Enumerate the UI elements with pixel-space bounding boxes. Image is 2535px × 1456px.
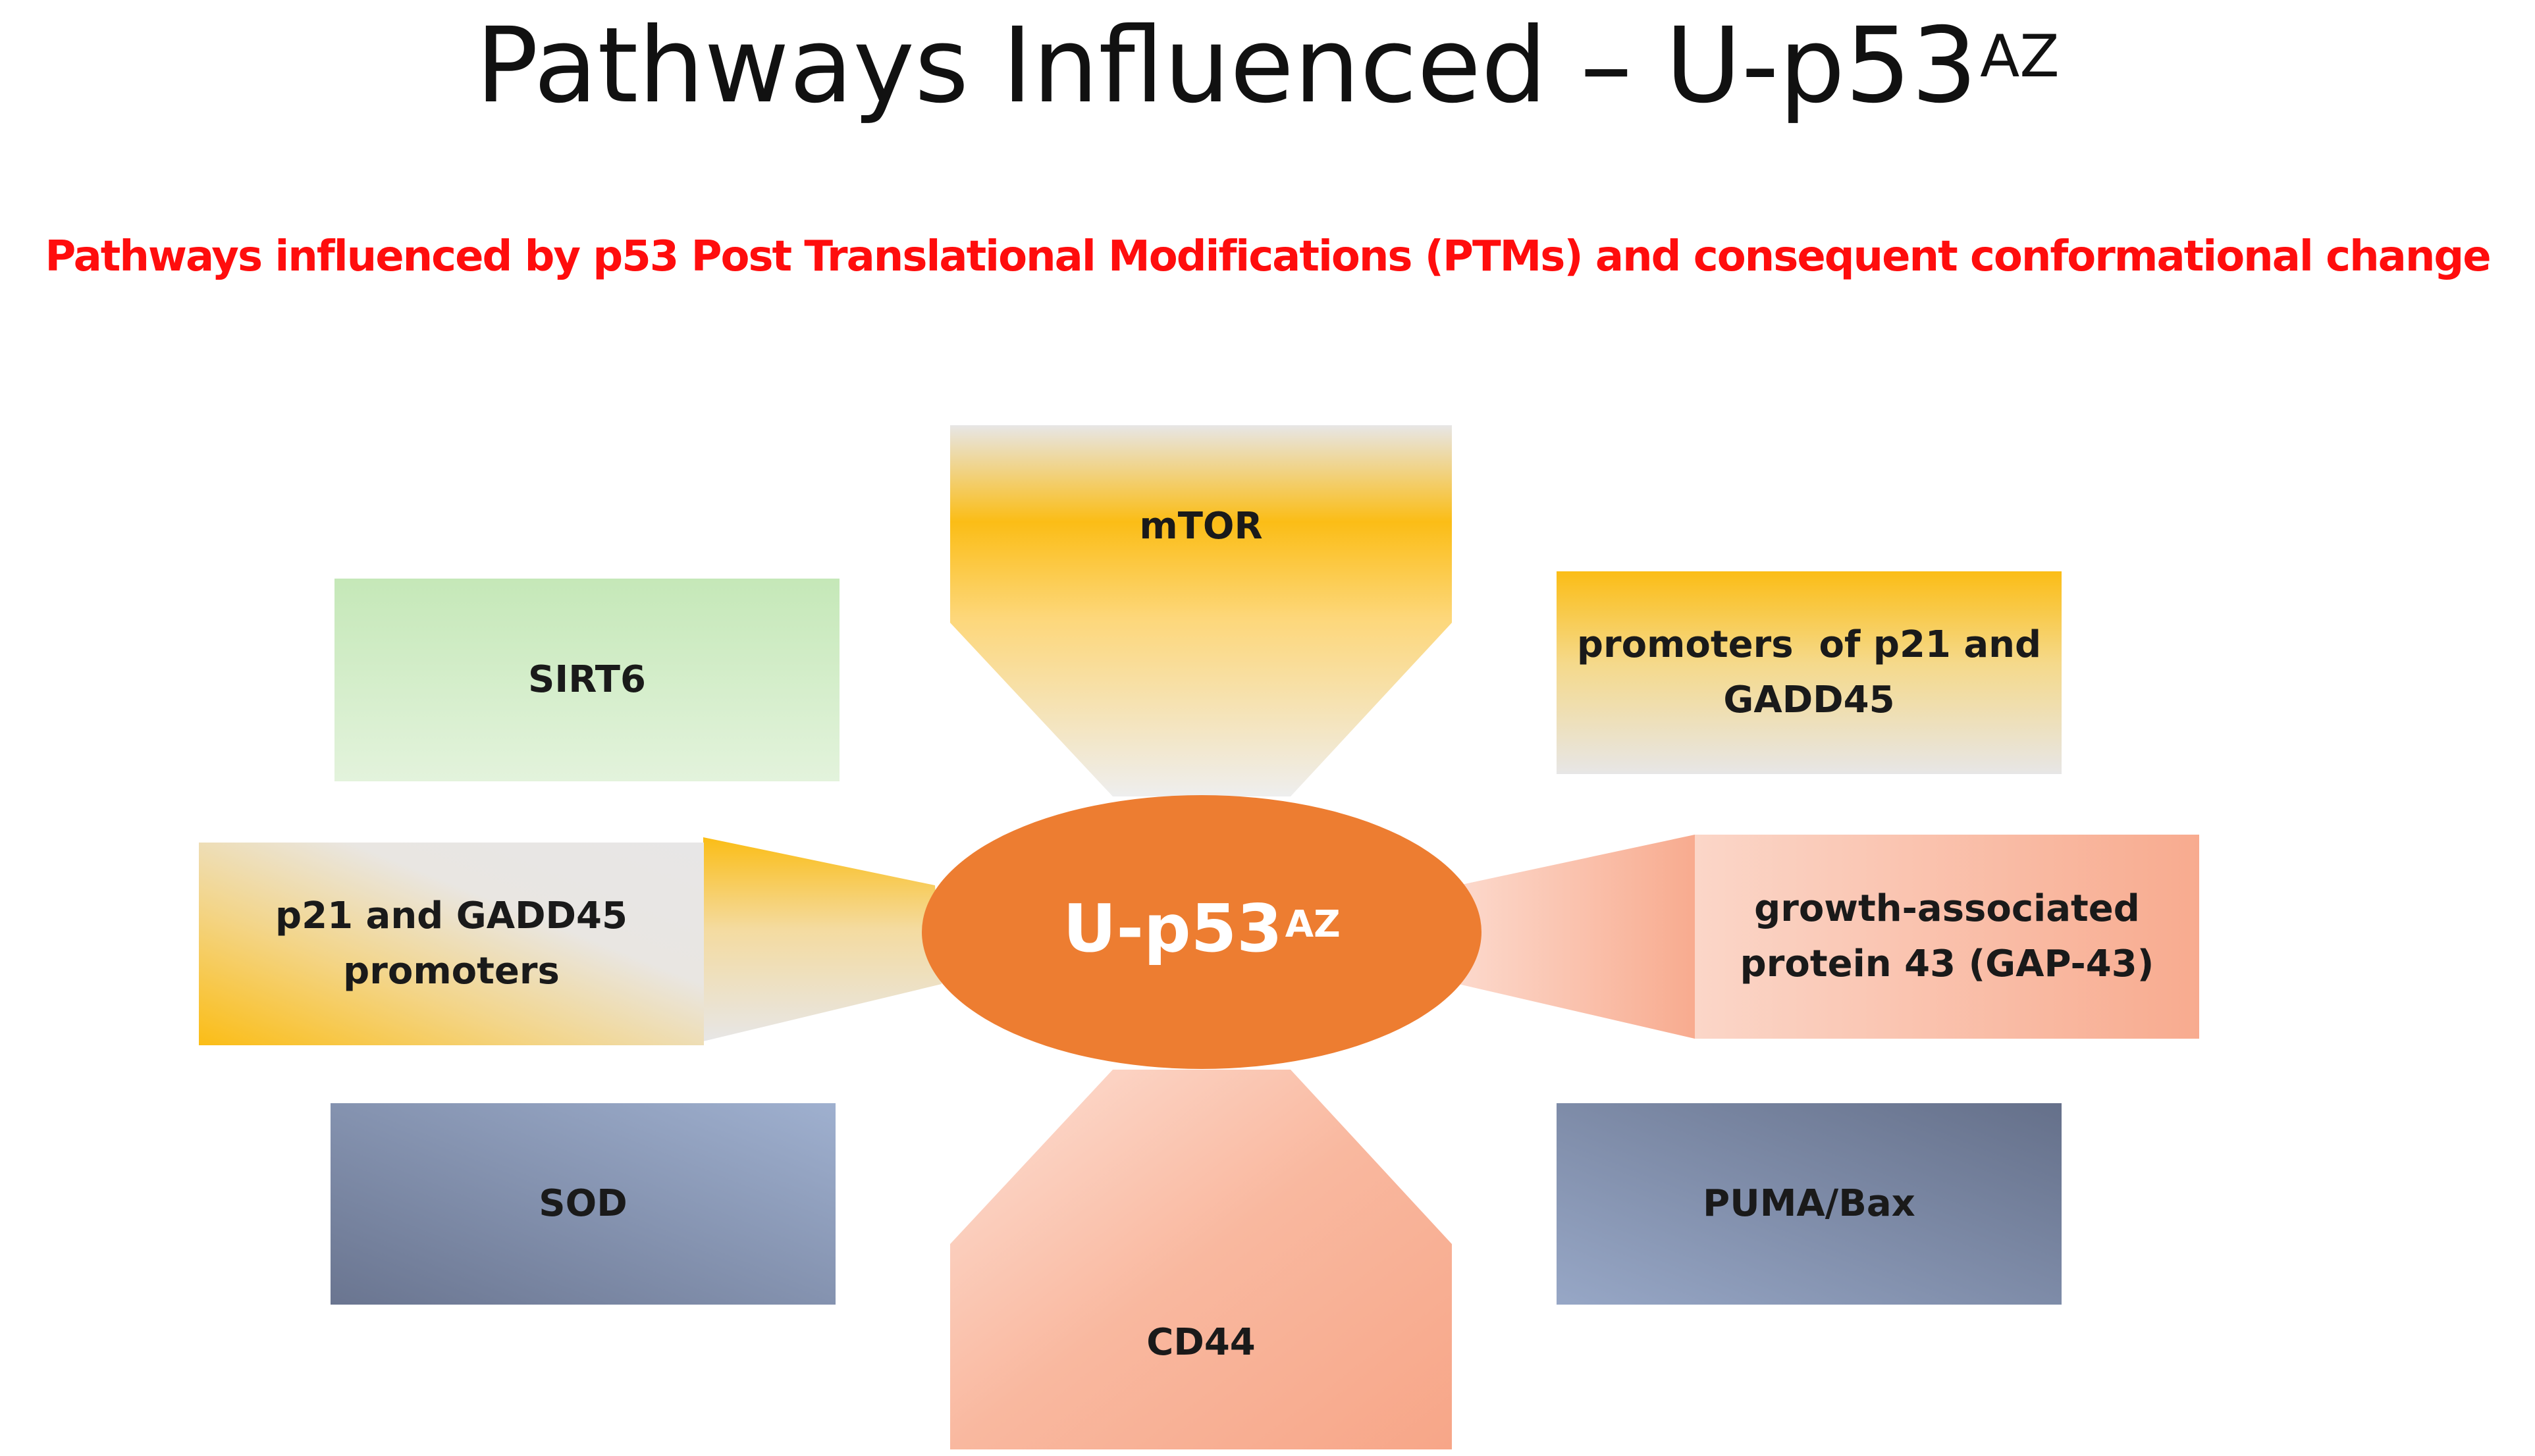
node-mtor-label: mTOR	[1139, 505, 1263, 548]
center-ellipse	[922, 795, 1481, 1069]
node-p21-gadd45-label: p21 and GADD45 promoters	[275, 895, 627, 993]
node-puma-bax: PUMA/Bax	[1557, 1103, 2062, 1305]
node-sod-label: SOD	[539, 1182, 627, 1225]
node-gap43: growth-associated protein 43 (GAP-43)	[1695, 835, 2199, 1039]
p21-gadd45-wedge	[703, 837, 942, 1041]
promoters-p21-shape	[1557, 571, 2062, 774]
node-cd44: CD44	[950, 1303, 1452, 1382]
node-gap43-label: growth-associated protein 43 (GAP-43)	[1740, 887, 2154, 985]
gap43-shape	[1695, 835, 2199, 1039]
cd44-shape	[950, 1070, 1452, 1449]
puma-bax-shape	[1557, 1103, 2062, 1305]
center-label-text: U-p53	[1063, 889, 1283, 967]
p21-gadd45-shape	[199, 843, 704, 1045]
node-promoters-p21: promoters of p21 and GADD45	[1557, 571, 2062, 774]
mtor-shape	[950, 425, 1452, 796]
sirt6-shape	[334, 579, 840, 781]
node-sod: SOD	[331, 1103, 836, 1305]
gap43-wedge	[1458, 835, 1695, 1039]
node-cd44-label: CD44	[1146, 1321, 1256, 1364]
node-mtor: mTOR	[950, 487, 1452, 566]
node-puma-bax-label: PUMA/Bax	[1703, 1182, 1915, 1225]
node-p21-gadd45: p21 and GADD45 promoters	[199, 843, 704, 1045]
node-sirt6: SIRT6	[334, 579, 840, 781]
page-subtitle: Pathways influenced by p53 Post Translat…	[45, 232, 2491, 281]
center-label-superscript: AZ	[1285, 902, 1341, 946]
title-text: Pathways Influenced – U-p53	[475, 5, 1978, 126]
node-promoters-p21-label: promoters of p21 and GADD45	[1576, 623, 2054, 721]
sod-shape	[331, 1103, 836, 1305]
node-sirt6-label: SIRT6	[528, 658, 646, 701]
page-title: Pathways Influenced – U-p53AZ	[0, 0, 2535, 151]
title-superscript: AZ	[1980, 22, 2060, 90]
